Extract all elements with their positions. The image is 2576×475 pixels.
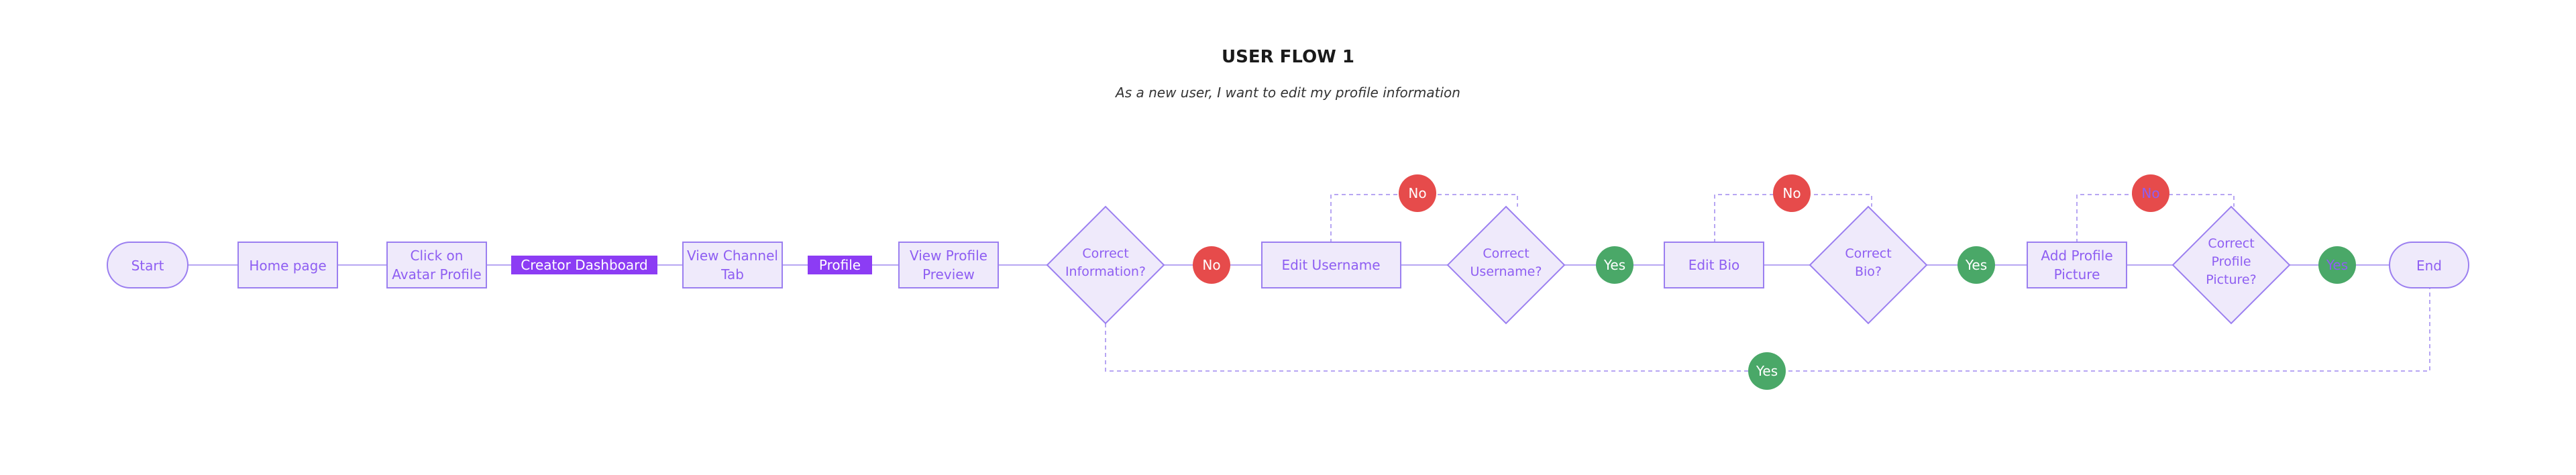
no-badge-username-label: No — [1408, 185, 1426, 201]
view-channel-tab-node: View Channel Tab — [682, 242, 783, 288]
start-label: Start — [131, 258, 164, 274]
correct-picture-decision: Correct Profile Picture? — [2171, 205, 2291, 325]
add-profile-picture-node: Add Profile Picture — [2027, 242, 2127, 288]
correct-picture-line3: Picture? — [2206, 272, 2256, 287]
no-badge-bio-label: No — [1782, 185, 1801, 201]
creator-dashboard-label: Creator Dashboard — [521, 257, 647, 273]
flow-subtitle: As a new user, I want to edit my profile… — [1116, 85, 1460, 101]
correct-username-line1: Correct — [1483, 246, 1529, 261]
yes-badge-username-label: Yes — [1603, 257, 1625, 273]
yes-badge-bio-label: Yes — [1965, 257, 1987, 273]
no-badge-information: No — [1193, 246, 1230, 284]
click-avatar-node: Click on Avatar Profile — [386, 242, 487, 288]
view-profile-preview-line1: View Profile — [910, 248, 987, 264]
add-profile-picture-line1: Add Profile — [2041, 248, 2112, 264]
start-node: Start — [107, 242, 189, 288]
profile-label: Profile — [819, 257, 861, 273]
creator-dashboard-node: Creator Dashboard — [511, 256, 657, 274]
yes-badge-picture-label: Yes — [2326, 257, 2348, 273]
correct-bio-line2: Bio? — [1855, 264, 1882, 279]
view-profile-preview-node: View Profile Preview — [898, 242, 999, 288]
edit-username-node: Edit Username — [1261, 242, 1401, 288]
correct-username-line2: Username? — [1470, 264, 1542, 279]
correct-picture-line2: Profile — [2211, 254, 2251, 269]
view-channel-tab-line2: Tab — [720, 266, 744, 282]
yes-badge-username: Yes — [1596, 246, 1633, 284]
correct-information-line2: Information? — [1065, 264, 1146, 279]
end-label: End — [2416, 258, 2442, 274]
no-badge-picture-label: No — [2141, 185, 2159, 201]
correct-information-decision: Correct Information? — [1046, 205, 1165, 325]
add-profile-picture-line2: Picture — [2054, 266, 2100, 282]
no-badge-bio: No — [1773, 174, 1811, 212]
correct-bio-line1: Correct — [1845, 246, 1891, 261]
correct-picture-line1: Correct — [2208, 236, 2254, 251]
correct-information-line1: Correct — [1082, 246, 1128, 261]
end-node: End — [2389, 242, 2469, 288]
edit-bio-label: Edit Bio — [1688, 257, 1740, 273]
click-avatar-label-line2: Avatar Profile — [392, 266, 481, 282]
edit-username-label: Edit Username — [1281, 257, 1380, 273]
profile-node: Profile — [808, 256, 872, 274]
edit-bio-node: Edit Bio — [1664, 242, 1764, 288]
correct-username-decision: Correct Username? — [1446, 205, 1566, 325]
home-page-node: Home page — [237, 242, 338, 288]
flow-title: USER FLOW 1 — [1222, 47, 1354, 67]
click-avatar-label-line1: Click on — [411, 248, 464, 264]
view-profile-preview-line2: Preview — [922, 266, 975, 282]
no-badge-username: No — [1399, 174, 1436, 212]
yes-badge-skip-label: Yes — [1756, 363, 1778, 379]
correct-bio-decision: Correct Bio? — [1809, 205, 1928, 325]
yes-badge-picture: Yes — [2318, 246, 2356, 284]
no-badge-picture: No — [2132, 174, 2169, 212]
home-page-label: Home page — [249, 258, 326, 274]
no-badge-information-label: No — [1202, 257, 1220, 273]
yes-badge-skip: Yes — [1748, 352, 1786, 390]
yes-badge-bio: Yes — [1957, 246, 1995, 284]
view-channel-tab-line1: View Channel — [687, 248, 778, 264]
